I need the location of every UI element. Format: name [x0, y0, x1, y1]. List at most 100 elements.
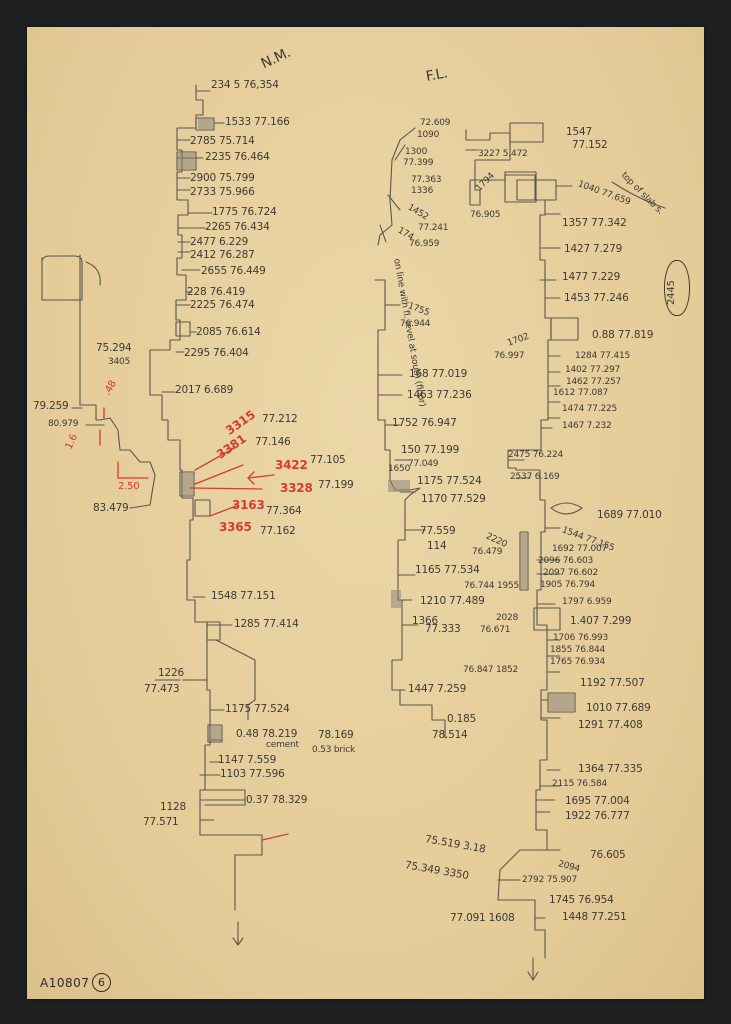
section-label-right: F.L.: [424, 65, 449, 85]
elevation-label: 1922 76.777: [565, 810, 630, 822]
elevation-label: 1547: [566, 126, 592, 138]
elevation-label: 0.88 77.819: [592, 329, 654, 341]
elevation-label: 2785 75.714: [190, 135, 255, 147]
elevation-label: 77.241: [418, 223, 449, 233]
elevation-label: 1752 76.947: [392, 417, 457, 429]
elevation-label: 1.407 7.299: [570, 615, 632, 627]
elevation-label: 0.185: [447, 713, 477, 725]
elevation-label: 1765 76.934: [550, 657, 606, 667]
elevation-label: 78.169: [318, 729, 354, 741]
elevation-label: 1285 77.414: [234, 618, 299, 630]
elevation-label: 77.473: [144, 683, 180, 695]
elevation-label: 77.559: [420, 525, 456, 537]
elevation-label: 2028: [496, 613, 519, 623]
elevation-label: 79.259: [33, 400, 69, 412]
red-elevation: 3328: [280, 481, 313, 495]
elevation-label: 1745 76.954: [549, 894, 614, 906]
elevation-label: 76.905: [470, 210, 501, 220]
elevation-label: 2225 76.474: [190, 299, 255, 311]
elevation-label: 2537 6.169: [510, 472, 560, 482]
elevation-label: 2096 76.603: [538, 556, 594, 566]
elevation-note: cement: [266, 740, 299, 750]
elevation-label: 72.609: [420, 118, 451, 128]
elevation-label: 1103 77.596: [220, 768, 285, 780]
elevation-label: 2900 75.799: [190, 172, 255, 184]
elevation-label: 77.152: [572, 139, 608, 151]
elevation-label: 1192 77.507: [580, 677, 645, 689]
elevation-label: 75.294: [96, 342, 132, 354]
elevation-label: 1175 77.524: [225, 703, 290, 715]
elevation-label: 77.571: [143, 816, 179, 828]
elevation-label: 1467 7.232: [562, 421, 612, 431]
red-elevation: 3163: [232, 498, 265, 512]
elevation-label: 150 77.199: [401, 444, 460, 456]
elevation-label: 1855 76.844: [550, 645, 606, 655]
elevation-label: 2115 76.584: [552, 779, 608, 789]
elevation-label: 1336: [411, 186, 434, 196]
elevation-label: 2085 76.614: [196, 326, 261, 338]
elevation-label: 1689 77.010: [597, 509, 662, 521]
elevation-label: 114: [427, 540, 447, 552]
elevation-label: 3405: [108, 357, 131, 367]
elevation-note: 0.53 brick: [312, 745, 355, 755]
elevation-label: 1284 77.415: [575, 351, 631, 361]
elevation-label: 1427 7.279: [564, 243, 623, 255]
circled-number-oval: [664, 260, 690, 316]
elevation-label: 77.363: [411, 175, 442, 185]
elevation-label: 77.146: [255, 436, 291, 448]
elevation-label: 1165 77.534: [415, 564, 480, 576]
elevation-label: 1147 7.559: [218, 754, 277, 766]
elevation-label: 234 5 76,354: [211, 79, 279, 91]
elevation-label: 1170 77.529: [421, 493, 486, 505]
drawing-sheet: [27, 27, 704, 999]
elevation-label: 1447 7.259: [408, 683, 467, 695]
elevation-label: 76.671: [480, 625, 511, 635]
elevation-label: 1650: [388, 464, 411, 474]
elevation-label: 2792 75.907: [522, 875, 578, 885]
sheet-number: 6: [92, 973, 111, 992]
elevation-label: 1477 7.229: [562, 271, 621, 283]
elevation-label: 1706 76.993: [553, 633, 609, 643]
elevation-label: 77.162: [260, 525, 296, 537]
elevation-label: 2017 6.689: [175, 384, 234, 396]
elevation-label: 2412 76.287: [190, 249, 255, 261]
elevation-label: 1533 77.166: [225, 116, 290, 128]
elevation-label: 1175 77.524: [417, 475, 482, 487]
elevation-label: 77.399: [403, 158, 434, 168]
elevation-label: 1300: [405, 147, 428, 157]
elevation-label: 1462 77.257: [566, 377, 622, 387]
elevation-label: 2477 6.229: [190, 236, 249, 248]
elevation-label: 2265 76.434: [205, 221, 270, 233]
elevation-label: 1775 76.724: [212, 206, 277, 218]
elevation-label: 168 77.019: [409, 368, 468, 380]
elevation-label: 77.105: [310, 454, 346, 466]
elevation-label: 1210 77.489: [420, 595, 485, 607]
elevation-label: 1448 77.251: [562, 911, 627, 923]
elevation-label: 1692 77.007: [552, 544, 608, 554]
elevation-label: 1128: [160, 801, 186, 813]
elevation-label: 1402 77.297: [565, 365, 621, 375]
elevation-label: 1612 77.087: [553, 388, 609, 398]
elevation-label: 3227 5.472: [478, 149, 528, 159]
elevation-label: 77.199: [318, 479, 354, 491]
elevation-label: 1463 77.236: [407, 389, 472, 401]
elevation-label: 1291 77.408: [578, 719, 643, 731]
elevation-label: 1010 77.689: [586, 702, 651, 714]
elevation-label: 2475 76.224: [508, 450, 564, 460]
red-elevation: 3365: [219, 520, 252, 534]
elevation-label: 228 76.419: [187, 286, 246, 298]
elevation-label: 1364 77.335: [578, 763, 643, 775]
elevation-label: 76.479: [472, 547, 503, 557]
elevation-label: 78.514: [432, 729, 468, 741]
elevation-label: 2733 75.966: [190, 186, 255, 198]
catalog-id: A10807: [40, 976, 90, 990]
elevation-label: 1905 76.794: [540, 580, 596, 590]
elevation-label: 2097 76.602: [543, 568, 599, 578]
elevation-label: 1366: [412, 615, 438, 627]
elevation-label: 1357 77.342: [562, 217, 627, 229]
elevation-label: 1797 6.959: [562, 597, 612, 607]
elevation-label: 0.48 78.219: [236, 728, 298, 740]
elevation-label: 77.212: [262, 413, 298, 425]
elevation-label: 1474 77.225: [562, 404, 618, 414]
circled-number: 2445: [666, 280, 677, 305]
